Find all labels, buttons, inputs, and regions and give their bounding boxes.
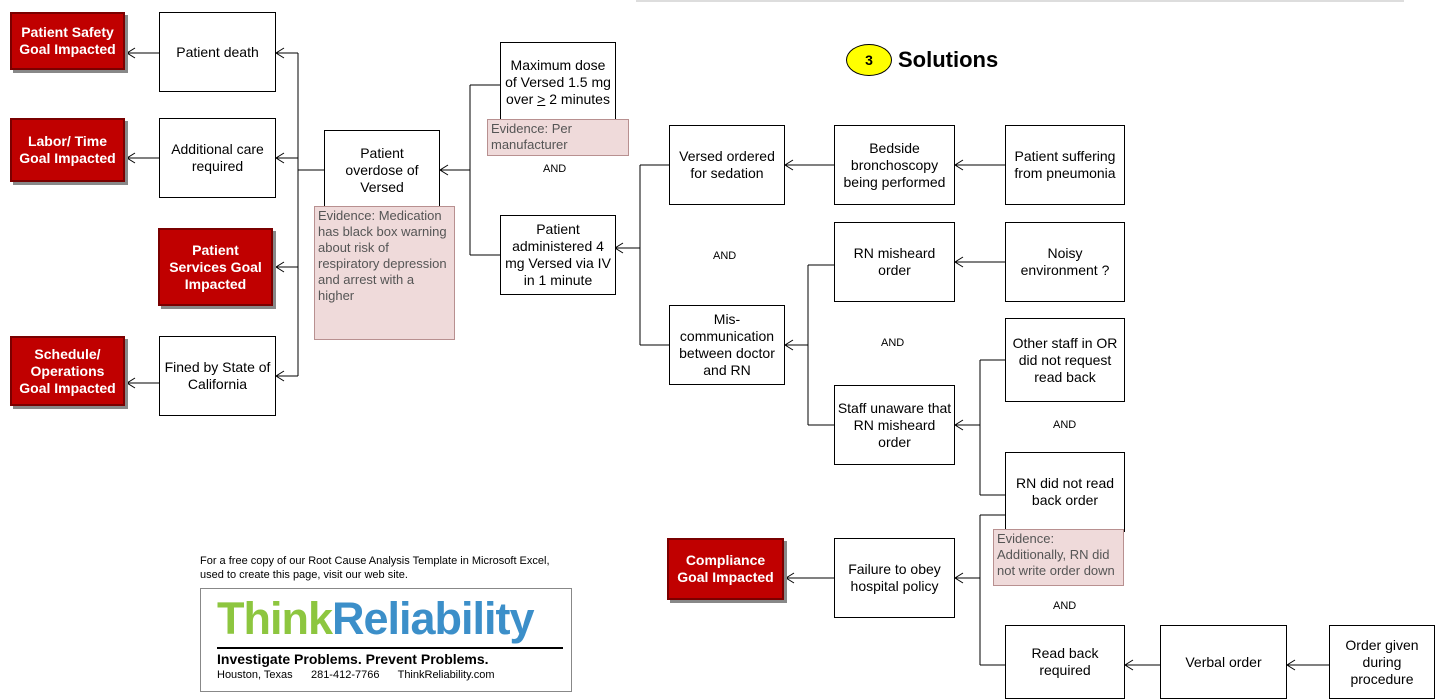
effect-patient-death: Patient death bbox=[159, 12, 276, 92]
cause-failure-obey-policy: Failure to obey hospital policy bbox=[834, 538, 955, 618]
cause-read-back-required: Read back required bbox=[1005, 625, 1125, 699]
logo-divider bbox=[217, 647, 563, 649]
cause-versed-ordered: Versed ordered for sedation bbox=[669, 125, 785, 205]
cause-maximum-dose: Maximum dose of Versed 1.5 mg over > 2 m… bbox=[500, 42, 616, 122]
cause-noisy-environment: Noisy environment ? bbox=[1005, 222, 1125, 302]
evidence-write-order-down: Evidence: Additionally, RN did not write… bbox=[993, 529, 1124, 586]
effect-additional-care: Additional care required bbox=[159, 118, 276, 198]
cause-no-read-back: RN did not read back order bbox=[1005, 452, 1125, 532]
cause-overdose: Patient overdose of Versed bbox=[324, 130, 440, 210]
logo-contact: Houston, Texas 281-412-7766 ThinkReliabi… bbox=[217, 669, 495, 681]
step-number-badge: 3 bbox=[846, 44, 892, 76]
cause-administered: Patient administered 4 mg Versed via IV … bbox=[500, 215, 616, 295]
cause-rn-misheard: RN misheard order bbox=[834, 222, 955, 302]
goal-patient-safety: Patient Safety Goal Impacted bbox=[10, 12, 125, 70]
solutions-heading: 3 Solutions bbox=[846, 42, 998, 78]
cause-verbal-order: Verbal order bbox=[1160, 625, 1287, 699]
evidence-black-box-warning: Evidence: Medication has black box warni… bbox=[314, 206, 455, 340]
goal-schedule-operations: Schedule/ Operations Goal Impacted bbox=[10, 336, 125, 406]
logo-tagline: Investigate Problems. Prevent Problems. bbox=[217, 651, 489, 667]
logo-wordmark: ThinkReliability bbox=[217, 593, 535, 644]
and-label: AND bbox=[543, 163, 567, 175]
top-divider bbox=[636, 0, 1404, 2]
and-label: AND bbox=[1053, 600, 1077, 612]
goal-compliance: Compliance Goal Impacted bbox=[667, 538, 784, 600]
free-copy-note: For a free copy of our Root Cause Analys… bbox=[200, 555, 550, 581]
evidence-per-manufacturer: Evidence: Per manufacturer bbox=[487, 119, 629, 156]
goal-labor-time: Labor/ Time Goal Impacted bbox=[10, 118, 125, 182]
cause-miscommunication: Mis-communication between doctor and RN bbox=[669, 305, 785, 385]
and-label: AND bbox=[881, 337, 905, 349]
cause-other-staff: Other staff in OR did not request read b… bbox=[1005, 318, 1125, 402]
cause-pneumonia: Patient suffering from pneumonia bbox=[1005, 125, 1125, 205]
cause-bedside-bronchoscopy: Bedside bronchoscopy being performed bbox=[834, 125, 955, 205]
cause-order-given: Order given during procedure bbox=[1329, 625, 1435, 699]
thinkreliability-logo[interactable]: ThinkReliability Investigate Problems. P… bbox=[200, 588, 572, 692]
cause-staff-unaware: Staff unaware that RN misheard order bbox=[834, 385, 955, 465]
and-label: AND bbox=[713, 250, 737, 262]
effect-fined: Fined by State of California bbox=[159, 336, 276, 416]
goal-patient-services: Patient Services Goal Impacted bbox=[158, 228, 273, 306]
solutions-title: Solutions bbox=[898, 47, 999, 72]
and-label: AND bbox=[1053, 419, 1077, 431]
